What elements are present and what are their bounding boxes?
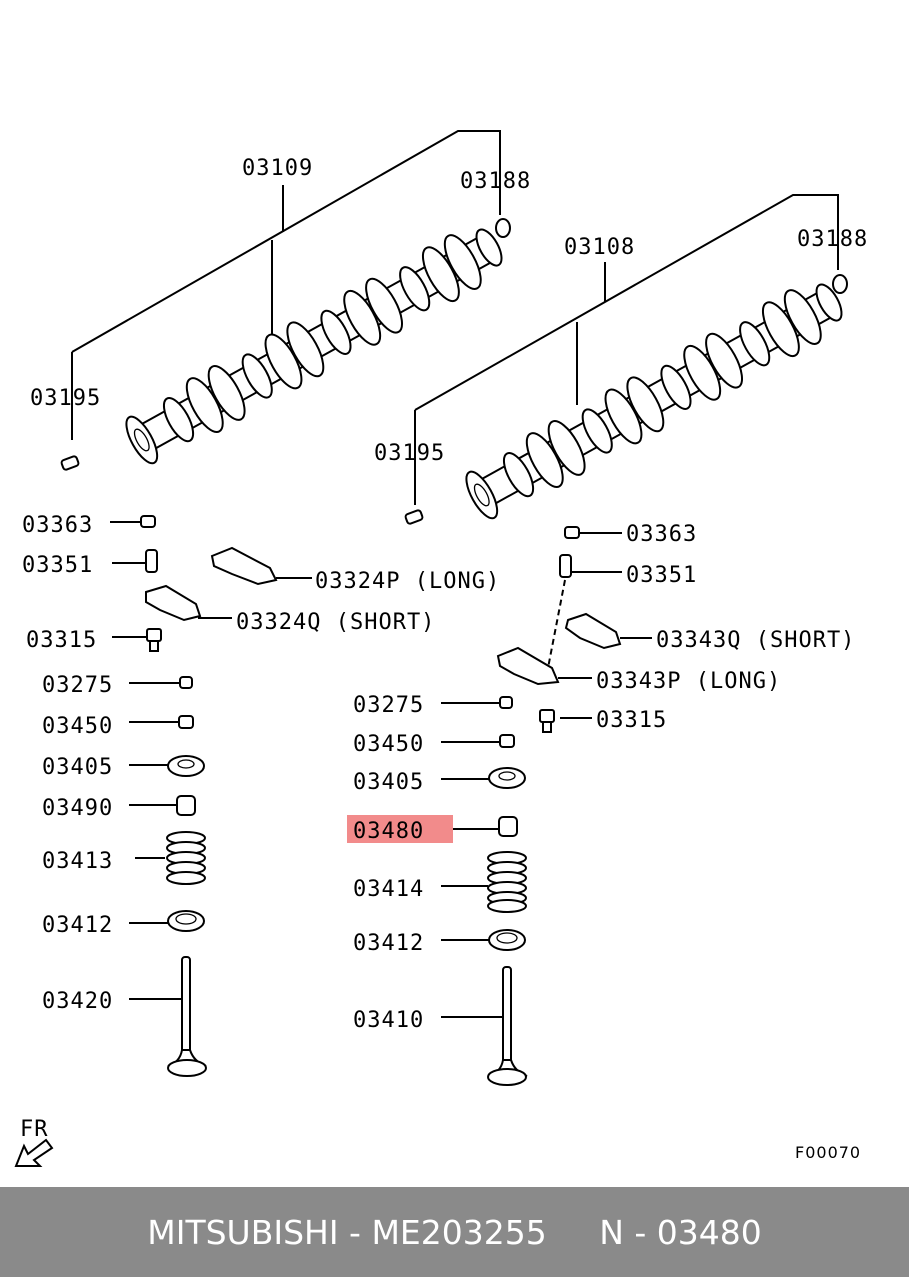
label-03315-right: 03315 xyxy=(596,708,667,733)
camshaft-left-icon xyxy=(60,130,511,471)
label-03480: 03480 xyxy=(353,819,424,844)
label-03188-right: 03188 xyxy=(797,227,868,252)
label-03490: 03490 xyxy=(42,796,113,821)
footer-text: MITSUBISHI - ME203255 N - 03480 xyxy=(147,1212,762,1252)
label-03324p: 03324P (LONG) xyxy=(315,569,500,594)
label-03412-left: 03412 xyxy=(42,913,113,938)
label-03108: 03108 xyxy=(564,235,635,260)
label-03324q: 03324Q (SHORT) xyxy=(236,610,435,635)
label-03450-left: 03450 xyxy=(42,714,113,739)
left-valve-parts xyxy=(110,515,312,1077)
label-03363-left: 03363 xyxy=(22,513,93,538)
footer-bar: MITSUBISHI - ME203255 N - 03480 xyxy=(0,1187,909,1277)
label-03275-right: 03275 xyxy=(353,693,424,718)
front-arrow-icon xyxy=(14,1138,54,1167)
label-03188-left: 03188 xyxy=(460,169,531,194)
label-03109: 03109 xyxy=(242,156,313,181)
label-03363-right: 03363 xyxy=(626,522,697,547)
label-03275-left: 03275 xyxy=(42,673,113,698)
label-03414: 03414 xyxy=(353,877,424,902)
parts-diagram: 03109 03188 03108 03188 03195 03195 0336… xyxy=(14,130,868,1167)
label-03405-left: 03405 xyxy=(42,755,113,780)
label-03450-right: 03450 xyxy=(353,732,424,757)
label-03195-left: 03195 xyxy=(30,386,101,411)
label-03405-right: 03405 xyxy=(353,770,424,795)
figure-code: F00070 xyxy=(795,1143,861,1162)
label-03195-right: 03195 xyxy=(374,441,445,466)
direction-label: FR xyxy=(20,1117,49,1142)
right-valve-parts xyxy=(441,526,652,1086)
label-03412-right: 03412 xyxy=(353,931,424,956)
camshaft-right-icon xyxy=(404,194,848,525)
label-03351-left: 03351 xyxy=(22,553,93,578)
label-03410: 03410 xyxy=(353,1008,424,1033)
label-03315-left: 03315 xyxy=(26,628,97,653)
label-03343q: 03343Q (SHORT) xyxy=(656,628,855,653)
selected-part-highlight xyxy=(347,815,453,843)
label-03420: 03420 xyxy=(42,989,113,1014)
label-03413: 03413 xyxy=(42,849,113,874)
label-03343p: 03343P (LONG) xyxy=(596,669,781,694)
label-03351-right: 03351 xyxy=(626,563,697,588)
